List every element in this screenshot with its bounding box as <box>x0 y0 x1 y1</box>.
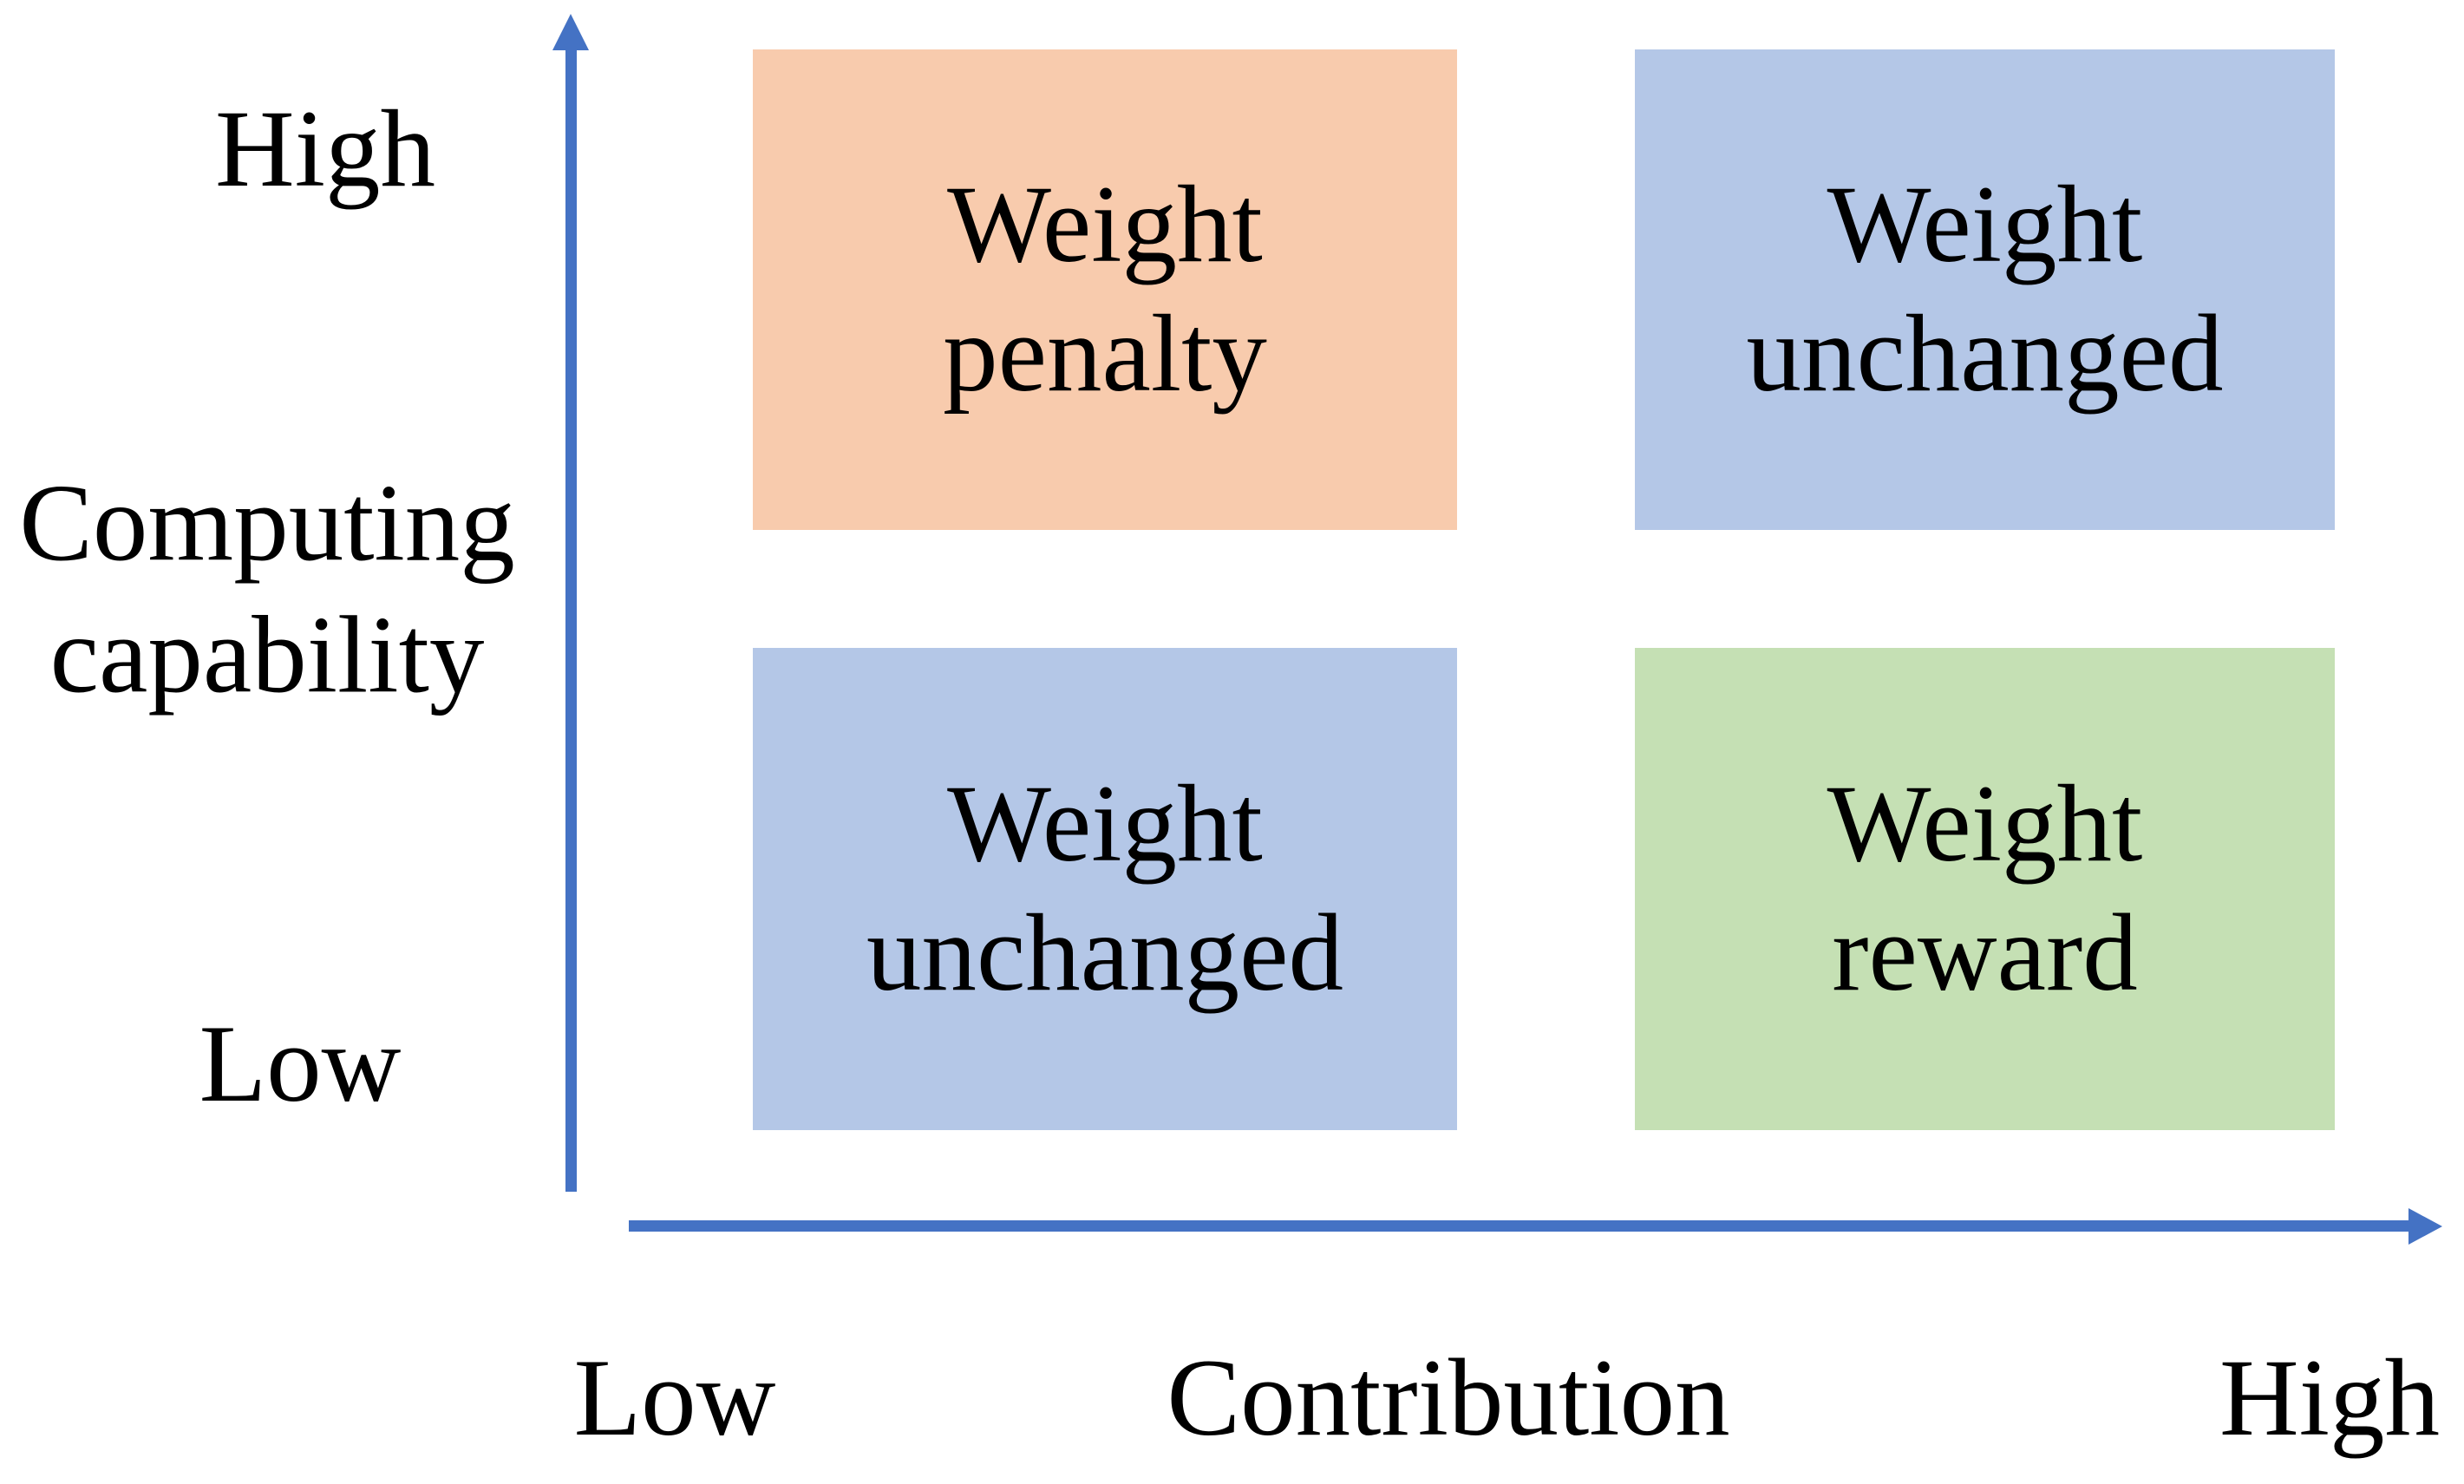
quadrant-top-left: Weight penalty <box>753 49 1457 530</box>
quadrant-bottom-left-label: Weight unchanged <box>866 763 1344 1014</box>
quadrant-bottom-right: Weight reward <box>1635 648 2335 1130</box>
y-axis-arrow <box>552 14 589 1192</box>
quadrant-bottom-right-label: Weight reward <box>1827 763 2143 1014</box>
quadrant-top-right: Weight unchanged <box>1635 49 2335 530</box>
y-axis-line <box>565 43 577 1192</box>
quadrant-top-left-label: Weight penalty <box>943 164 1267 415</box>
y-axis-arrowhead <box>552 14 589 50</box>
x-axis-title: Contribution <box>1167 1337 1730 1459</box>
x-axis-arrow <box>629 1208 2442 1245</box>
y-axis-high-label: High <box>215 88 435 210</box>
x-axis-line <box>629 1220 2411 1232</box>
x-axis-high-label: High <box>2219 1337 2440 1459</box>
y-axis-title: Computing capability <box>19 462 515 716</box>
quadrant-bottom-left: Weight unchanged <box>753 648 1457 1130</box>
y-axis-low-label: Low <box>199 1003 402 1125</box>
quadrant-top-right-label: Weight unchanged <box>1746 164 2224 415</box>
x-axis-low-label: Low <box>573 1337 776 1459</box>
x-axis-arrowhead <box>2408 1208 2442 1245</box>
